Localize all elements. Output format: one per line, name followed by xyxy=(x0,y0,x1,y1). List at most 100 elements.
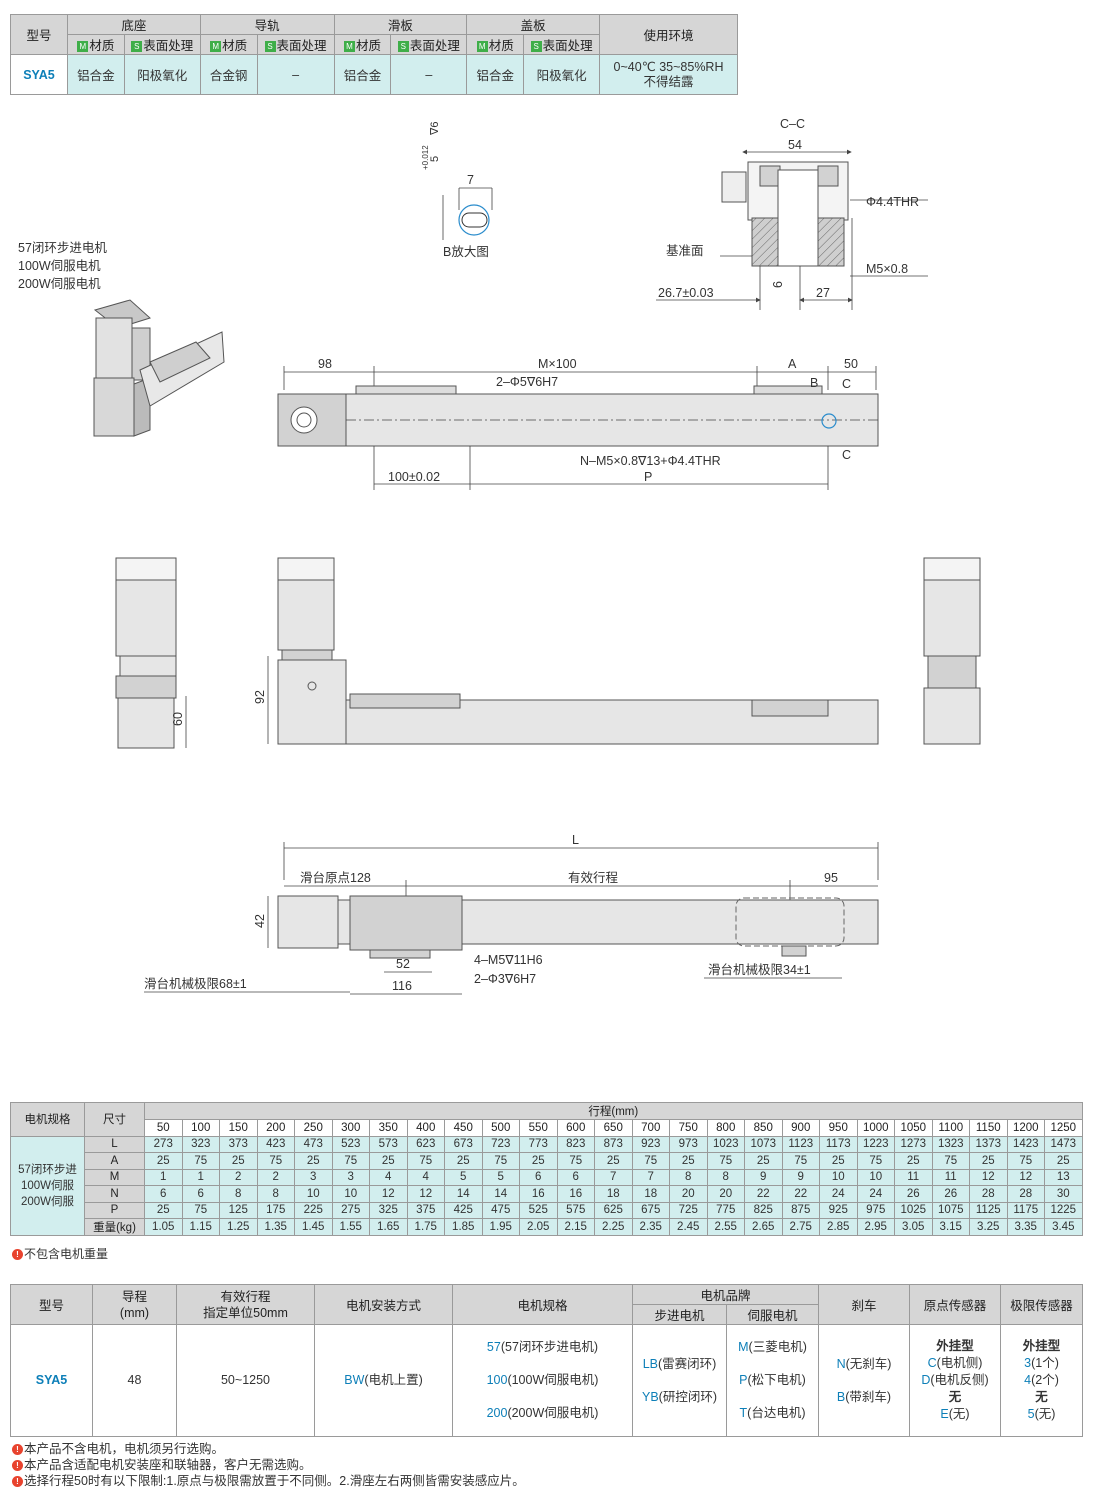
mat-slider-surface: – xyxy=(390,54,468,95)
stroke-value-header: 150 xyxy=(219,1119,258,1137)
order-col-brake: 刹车 xyxy=(818,1284,911,1325)
side-view: 60 92 xyxy=(115,557,981,749)
s-badge-icon: S xyxy=(131,41,143,52)
m-badge-icon: M xyxy=(77,41,89,52)
dimension-value: 1.35 xyxy=(256,1218,295,1236)
dimension-value: 1.75 xyxy=(406,1218,445,1236)
svg-text:滑台机械极限34±1: 滑台机械极限34±1 xyxy=(708,962,811,977)
svg-text:N–M5×0.8∇13+Φ4.4THR: N–M5×0.8∇13+Φ4.4THR xyxy=(580,454,721,468)
order-code-table: 型号 导程(mm) 有效行程指定单位50mm 电机安装方式 电机规格 电机品牌 … xyxy=(10,1284,1084,1437)
top-view: 98 M×100 A 50 2–Φ5∇6H7 B C C N–M5×0.8∇13… xyxy=(277,357,879,490)
mat-col-env: 使用环境 xyxy=(599,14,738,55)
stroke-value-header: 600 xyxy=(556,1119,595,1137)
stroke-col-motor: 电机规格 xyxy=(10,1102,85,1137)
svg-text:95: 95 xyxy=(824,871,838,885)
dimension-value: 573 xyxy=(369,1135,408,1153)
dimension-value: 25 xyxy=(144,1152,183,1170)
dimension-value: 20 xyxy=(669,1185,708,1203)
dimension-value: 4 xyxy=(406,1168,445,1186)
dimension-value: 675 xyxy=(631,1201,670,1219)
stroke-value-header: 50 xyxy=(144,1119,183,1137)
dimension-value: 325 xyxy=(369,1201,408,1219)
note-icon: ! xyxy=(12,1476,23,1487)
svg-text:M×100: M×100 xyxy=(538,357,577,371)
dimension-value: 6 xyxy=(519,1168,558,1186)
stroke-value-header: 1000 xyxy=(856,1119,895,1137)
dimension-value: 13 xyxy=(1044,1168,1083,1186)
dimension-value: 25 xyxy=(294,1152,333,1170)
servo-brand-option: T(台达电机) xyxy=(739,1406,806,1420)
svg-text:2–Φ3∇6H7: 2–Φ3∇6H7 xyxy=(474,972,536,986)
motor-list-item: 200W伺服电机 xyxy=(18,277,101,291)
order-brand-step: LB(雷赛闭环) YB(研控闭环) xyxy=(632,1324,727,1437)
dimension-value: 2.85 xyxy=(819,1218,858,1236)
dimension-value: 11 xyxy=(931,1168,970,1186)
dimension-value: 2 xyxy=(219,1168,258,1186)
svg-text:5: 5 xyxy=(429,156,441,162)
dimension-value: 6 xyxy=(144,1185,183,1203)
dimension-value: 25 xyxy=(369,1152,408,1170)
stroke-value-header: 550 xyxy=(519,1119,558,1137)
dimension-value: 25 xyxy=(819,1152,858,1170)
dimension-value: 24 xyxy=(819,1185,858,1203)
product-iso-image xyxy=(93,299,225,437)
dimension-value: 75 xyxy=(556,1152,595,1170)
mat-base-material: 铝合金 xyxy=(66,54,125,95)
order-col-brand: 电机品牌 xyxy=(631,1284,820,1305)
order-origin: 外挂型 C(电机侧) D(电机反侧) 无 E(无) xyxy=(909,1324,1002,1437)
dimension-value: 1473 xyxy=(1044,1135,1083,1153)
dimension-value: 1423 xyxy=(1006,1135,1045,1153)
dimension-value: 823 xyxy=(556,1135,595,1153)
footnote: !选择行程50时有以下限制:1.原点与极限需放置于不同侧。2.滑座左右两侧皆需安… xyxy=(12,1473,525,1489)
dimension-value: 1025 xyxy=(894,1201,933,1219)
dimension-value: 22 xyxy=(781,1185,820,1203)
mat-group-slider: 滑板 xyxy=(333,14,468,35)
dimension-value: 775 xyxy=(706,1201,745,1219)
dimension-value: 973 xyxy=(669,1135,708,1153)
stroke-value-header: 700 xyxy=(631,1119,670,1137)
dimension-value: 625 xyxy=(594,1201,633,1219)
dimension-value: 28 xyxy=(969,1185,1008,1203)
dimension-value: 25 xyxy=(519,1152,558,1170)
note-icon: ! xyxy=(12,1460,23,1471)
svg-text:54: 54 xyxy=(788,138,802,152)
svg-text:C–C: C–C xyxy=(780,117,805,131)
origin-option: D(电机反侧) xyxy=(921,1373,989,1387)
svg-text:A: A xyxy=(788,357,797,371)
svg-text:116: 116 xyxy=(392,979,412,993)
dimension-value: 773 xyxy=(519,1135,558,1153)
dimension-value: 24 xyxy=(856,1185,895,1203)
dimension-value: 3.35 xyxy=(1006,1218,1045,1236)
dimension-value: 7 xyxy=(631,1168,670,1186)
dimension-value: 10 xyxy=(856,1168,895,1186)
stroke-value-header: 100 xyxy=(181,1119,220,1137)
order-col-mount: 电机安装方式 xyxy=(314,1284,453,1325)
stroke-value-header: 650 xyxy=(594,1119,633,1137)
svg-text:4–M5∇11H6: 4–M5∇11H6 xyxy=(474,953,543,967)
svg-text:L: L xyxy=(572,833,579,847)
footnote: !本产品含适配电机安装座和联轴器，客户无需选购。 xyxy=(12,1457,525,1473)
dimension-value: 3.05 xyxy=(894,1218,933,1236)
dimension-value: 26 xyxy=(894,1185,933,1203)
dimension-value: 6 xyxy=(556,1168,595,1186)
motor-line: 200W伺服 xyxy=(20,1195,75,1208)
step-brand-option: YB(研控闭环) xyxy=(641,1389,717,1404)
svg-text:2–Φ5∇6H7: 2–Φ5∇6H7 xyxy=(496,375,558,389)
limit-option: 5(无) xyxy=(1027,1407,1056,1421)
dimension-value: 1225 xyxy=(1044,1201,1083,1219)
motor-line: 57闭环步进 xyxy=(18,1163,77,1176)
dimension-value: 75 xyxy=(781,1152,820,1170)
dimension-value: 18 xyxy=(594,1185,633,1203)
dimension-value: 275 xyxy=(331,1201,370,1219)
dimension-value: 25 xyxy=(594,1152,633,1170)
order-col-lead: 导程(mm) xyxy=(92,1284,177,1325)
dimension-value: 925 xyxy=(819,1201,858,1219)
svg-text:B放大图: B放大图 xyxy=(443,244,489,259)
